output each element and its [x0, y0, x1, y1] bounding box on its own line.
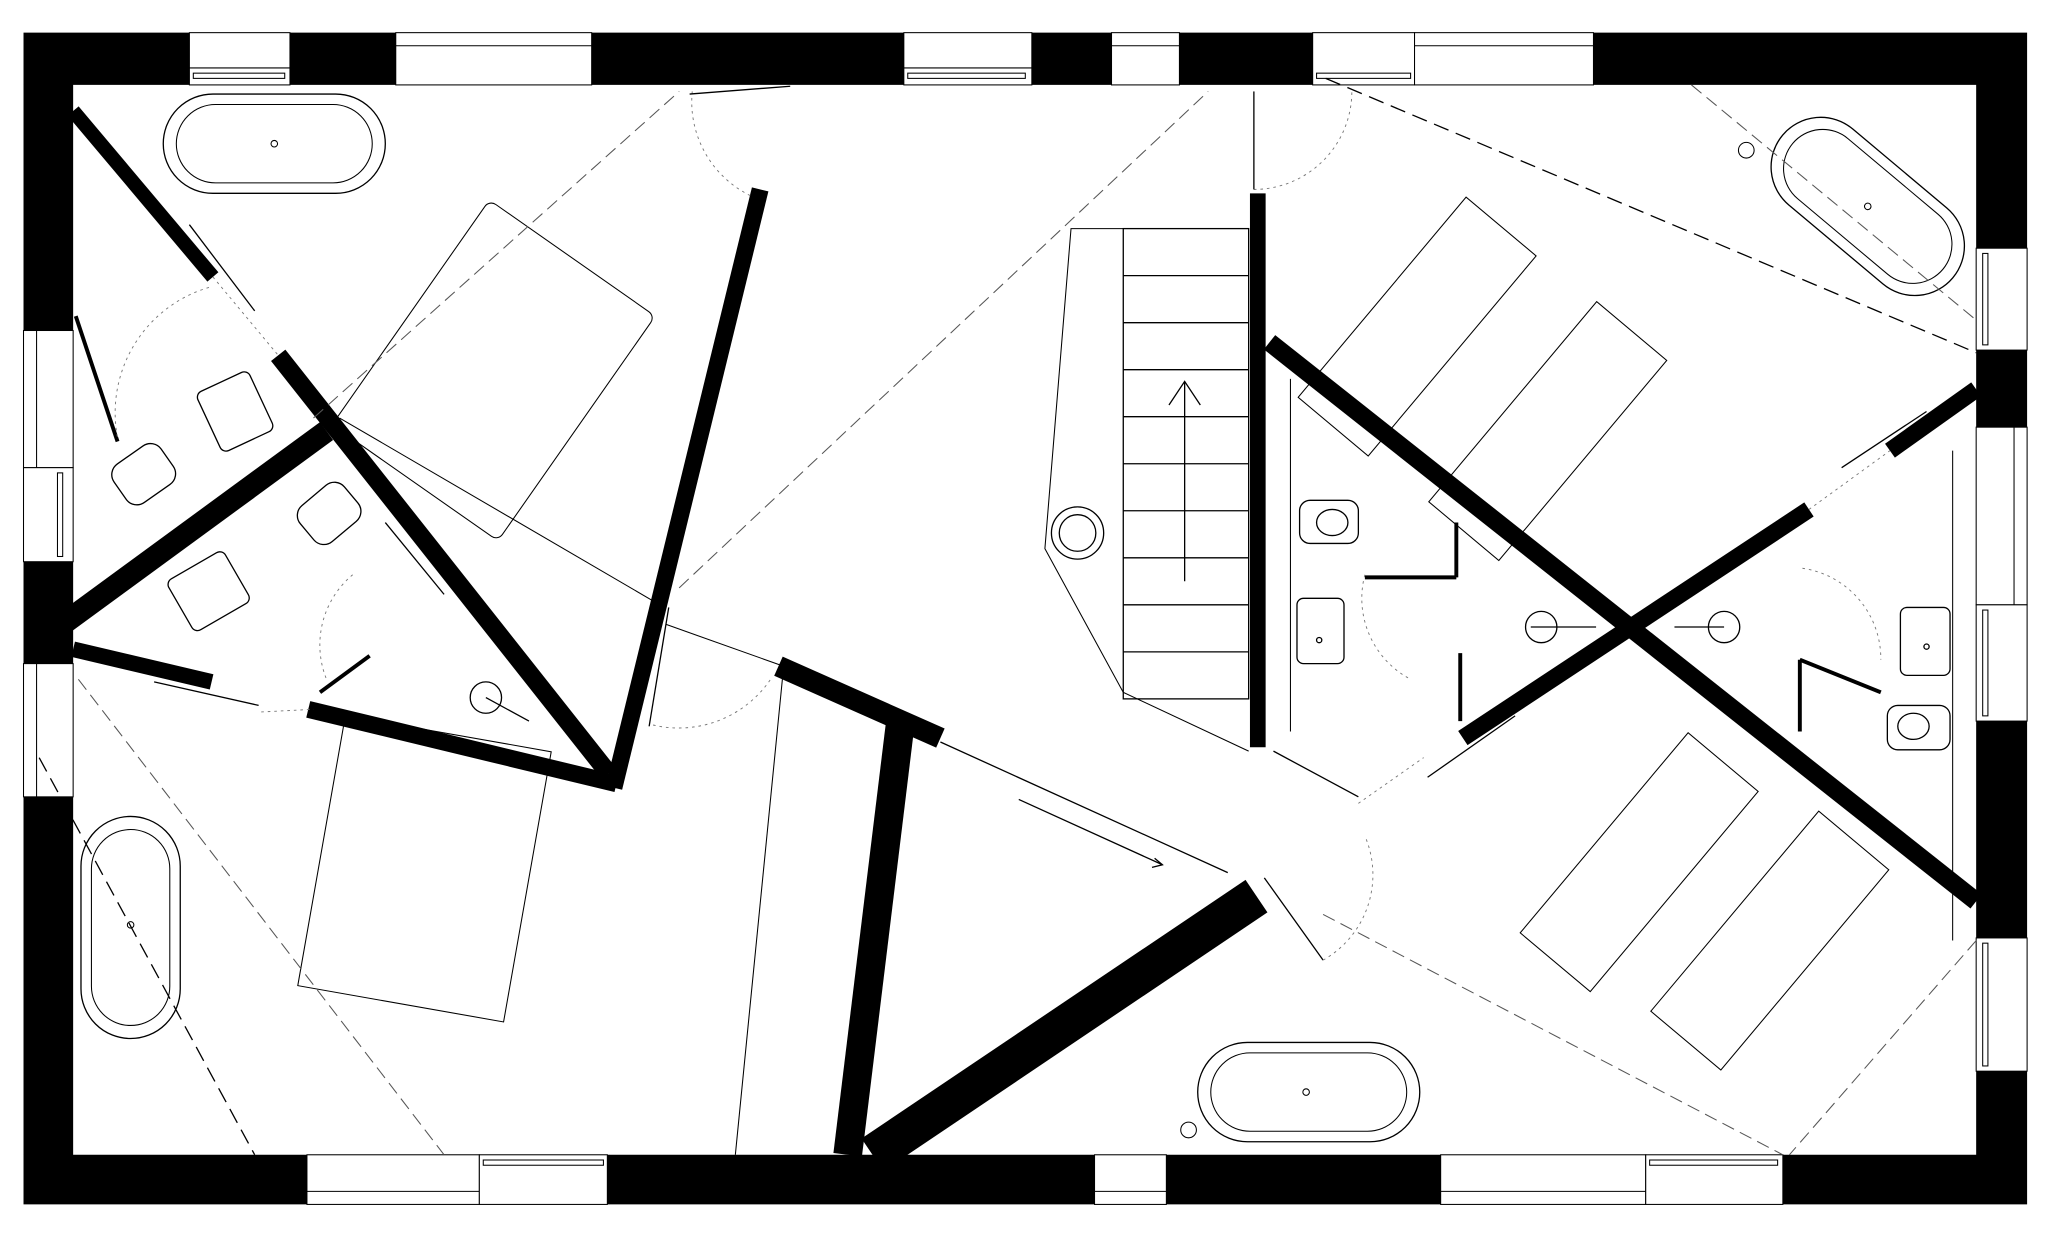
staircase: [1044, 227, 1250, 752]
bathtubs: [80, 93, 1966, 1143]
guide-lines: [38, 77, 1977, 1156]
doors: [114, 85, 1927, 961]
column: [1050, 506, 1105, 560]
windows: [22, 32, 2028, 1205]
sanitary-fixtures: [111, 371, 1951, 751]
beds: [297, 196, 1890, 1071]
interior-walls: [52, 106, 1982, 1172]
